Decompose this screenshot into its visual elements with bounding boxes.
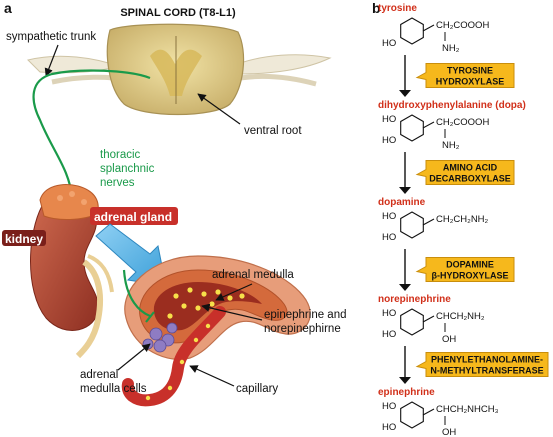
ventral-root-label: ventral root bbox=[244, 125, 302, 137]
enzyme-box-3 bbox=[415, 352, 549, 377]
compound-name-0: tyrosine bbox=[378, 3, 417, 14]
panel-b-letter: b bbox=[372, 0, 381, 16]
hydroxyl-para-3: HO bbox=[382, 329, 396, 340]
ring-bond-1 bbox=[422, 121, 435, 129]
ring-bond-0 bbox=[422, 24, 435, 32]
adrenal-medulla-arrow bbox=[215, 283, 253, 301]
capillary-dots bbox=[145, 323, 211, 401]
spinal-cord-illustration bbox=[27, 23, 332, 116]
epinephrine-label-line1: epinephrine and bbox=[264, 309, 347, 321]
kidney-label: kidney bbox=[5, 232, 43, 246]
step-arrowhead-2 bbox=[399, 284, 411, 291]
nerves-label-line2: splanchnic bbox=[100, 163, 155, 175]
epinephrine-label-line2: norepinephirne bbox=[264, 323, 341, 335]
ventral-root-arrow bbox=[197, 93, 241, 125]
hydroxyl-meta-4: HO bbox=[382, 401, 396, 412]
enzyme-line2-1: DECARBOXYLASE bbox=[429, 174, 511, 184]
enzyme-line1-1: AMINO ACID bbox=[443, 163, 498, 173]
panel-a-letter: a bbox=[4, 0, 12, 16]
sympathetic-trunk-arrow bbox=[44, 44, 59, 77]
side-chain-4: CHCH₂NHCH₃ bbox=[436, 404, 499, 415]
splanchnic-nerve bbox=[32, 69, 151, 199]
benzene-ring-0 bbox=[400, 17, 424, 45]
ring-bond-3 bbox=[422, 315, 435, 323]
substituent-0: NH₂ bbox=[442, 43, 460, 54]
adrenal-gland-illustration bbox=[39, 184, 99, 220]
adrenal-gland-badge bbox=[90, 207, 178, 225]
benzene-ring-3 bbox=[400, 308, 424, 336]
hydroxyl-meta-2: HO bbox=[382, 211, 396, 222]
medulla-cells-arrow bbox=[117, 343, 151, 371]
enzyme-box-1 bbox=[415, 160, 515, 185]
hydroxyl-meta-3: HO bbox=[382, 308, 396, 319]
enzyme-line1-0: TYROSINE bbox=[447, 66, 493, 76]
enzyme-box-2 bbox=[415, 257, 515, 282]
kidney-badge bbox=[2, 230, 46, 246]
hydroxyl-para-4: HO bbox=[382, 422, 396, 433]
step-arrowhead-1 bbox=[399, 187, 411, 194]
side-chain-2: CH₂CH₂NH₂ bbox=[436, 214, 489, 225]
enzyme-line1-3: PHENYLETHANOLAMINE- bbox=[431, 355, 543, 365]
step-arrowhead-3 bbox=[399, 377, 411, 384]
substituent-3: OH bbox=[442, 334, 456, 345]
enzyme-line1-2: DOPAMINE bbox=[446, 260, 494, 270]
side-chain-0: CH₂COOOH bbox=[436, 20, 489, 31]
hydroxyl-para-2: HO bbox=[382, 232, 396, 243]
medulla-cells-label-line2: medulla cells bbox=[80, 383, 147, 395]
medulla-nerve-terminal bbox=[145, 311, 155, 323]
ring-bond-2 bbox=[422, 218, 435, 226]
enzyme-line2-0: HYDROXYLASE bbox=[436, 77, 505, 87]
spinal-cord-title: SPINAL CORD (T8-L1) bbox=[120, 7, 236, 19]
side-chain-1: CH₂COOOH bbox=[436, 117, 489, 128]
hydroxyl-meta-1: HO bbox=[382, 114, 396, 125]
benzene-ring-1 bbox=[400, 114, 424, 142]
nerves-label-line3: nerves bbox=[100, 177, 135, 189]
medulla-cells-label-line1: adrenal bbox=[80, 369, 118, 381]
benzene-ring-4 bbox=[400, 401, 424, 429]
capillary-arrow bbox=[189, 365, 235, 387]
adrenal-medulla-label: adrenal medulla bbox=[212, 269, 294, 281]
adrenal-gland-label: adrenal gland bbox=[94, 210, 172, 224]
compound-name-4: epinephrine bbox=[378, 387, 435, 398]
nerves-label-line1: thoracic bbox=[100, 149, 141, 161]
ring-bond-4 bbox=[422, 408, 435, 416]
enzyme-box-0 bbox=[415, 63, 515, 88]
epinephrine-arrow bbox=[201, 303, 263, 321]
substituent-4: OH bbox=[442, 427, 456, 437]
enzyme-line2-3: N-METHYLTRANSFERASE bbox=[430, 366, 543, 376]
enzyme-line2-2: β-HYDROXYLASE bbox=[431, 271, 508, 281]
side-chain-3: CHCH₂NH₂ bbox=[436, 311, 485, 322]
sympathetic-trunk-label: sympathetic trunk bbox=[6, 31, 96, 43]
compound-name-2: dopamine bbox=[378, 197, 426, 208]
substituent-1: NH₂ bbox=[442, 140, 460, 151]
hydroxyl-para-1: HO bbox=[382, 135, 396, 146]
benzene-ring-2 bbox=[400, 211, 424, 239]
capillary-label: capillary bbox=[236, 383, 278, 395]
medulla-nerve bbox=[122, 269, 151, 318]
hydroxyl-para-0: HO bbox=[382, 38, 396, 49]
step-arrowhead-0 bbox=[399, 90, 411, 97]
compound-name-1: dihydroxyphenylalanine (dopa) bbox=[378, 100, 526, 111]
compound-name-3: norepinephrine bbox=[378, 294, 451, 305]
